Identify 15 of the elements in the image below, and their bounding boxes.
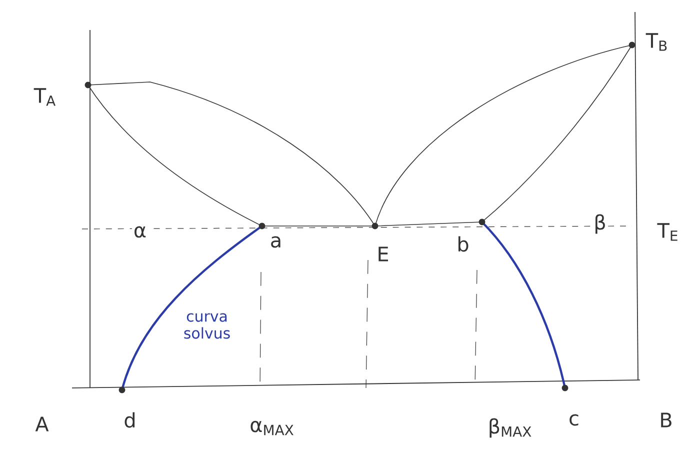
component-label: B — [661, 412, 672, 428]
phase-label: β — [592, 212, 608, 236]
phase-label: α — [132, 224, 148, 240]
point-label: c — [570, 414, 578, 426]
point-label: a — [271, 236, 280, 248]
temperature-label: T$_{E}$ — [657, 223, 678, 241]
point-label: d — [124, 412, 135, 428]
point-label: E — [378, 246, 388, 262]
temperature-label: T$_{B}$ — [646, 33, 667, 51]
point-label: b — [458, 236, 468, 252]
component-label: A — [35, 416, 49, 432]
composition-label: β$_{MAX}$ — [490, 418, 532, 438]
composition-label: α$_{MAX}$ — [250, 420, 294, 436]
temperature-label: T$_{A}$ — [34, 88, 56, 106]
curve-label: curva solvus — [184, 313, 230, 339]
